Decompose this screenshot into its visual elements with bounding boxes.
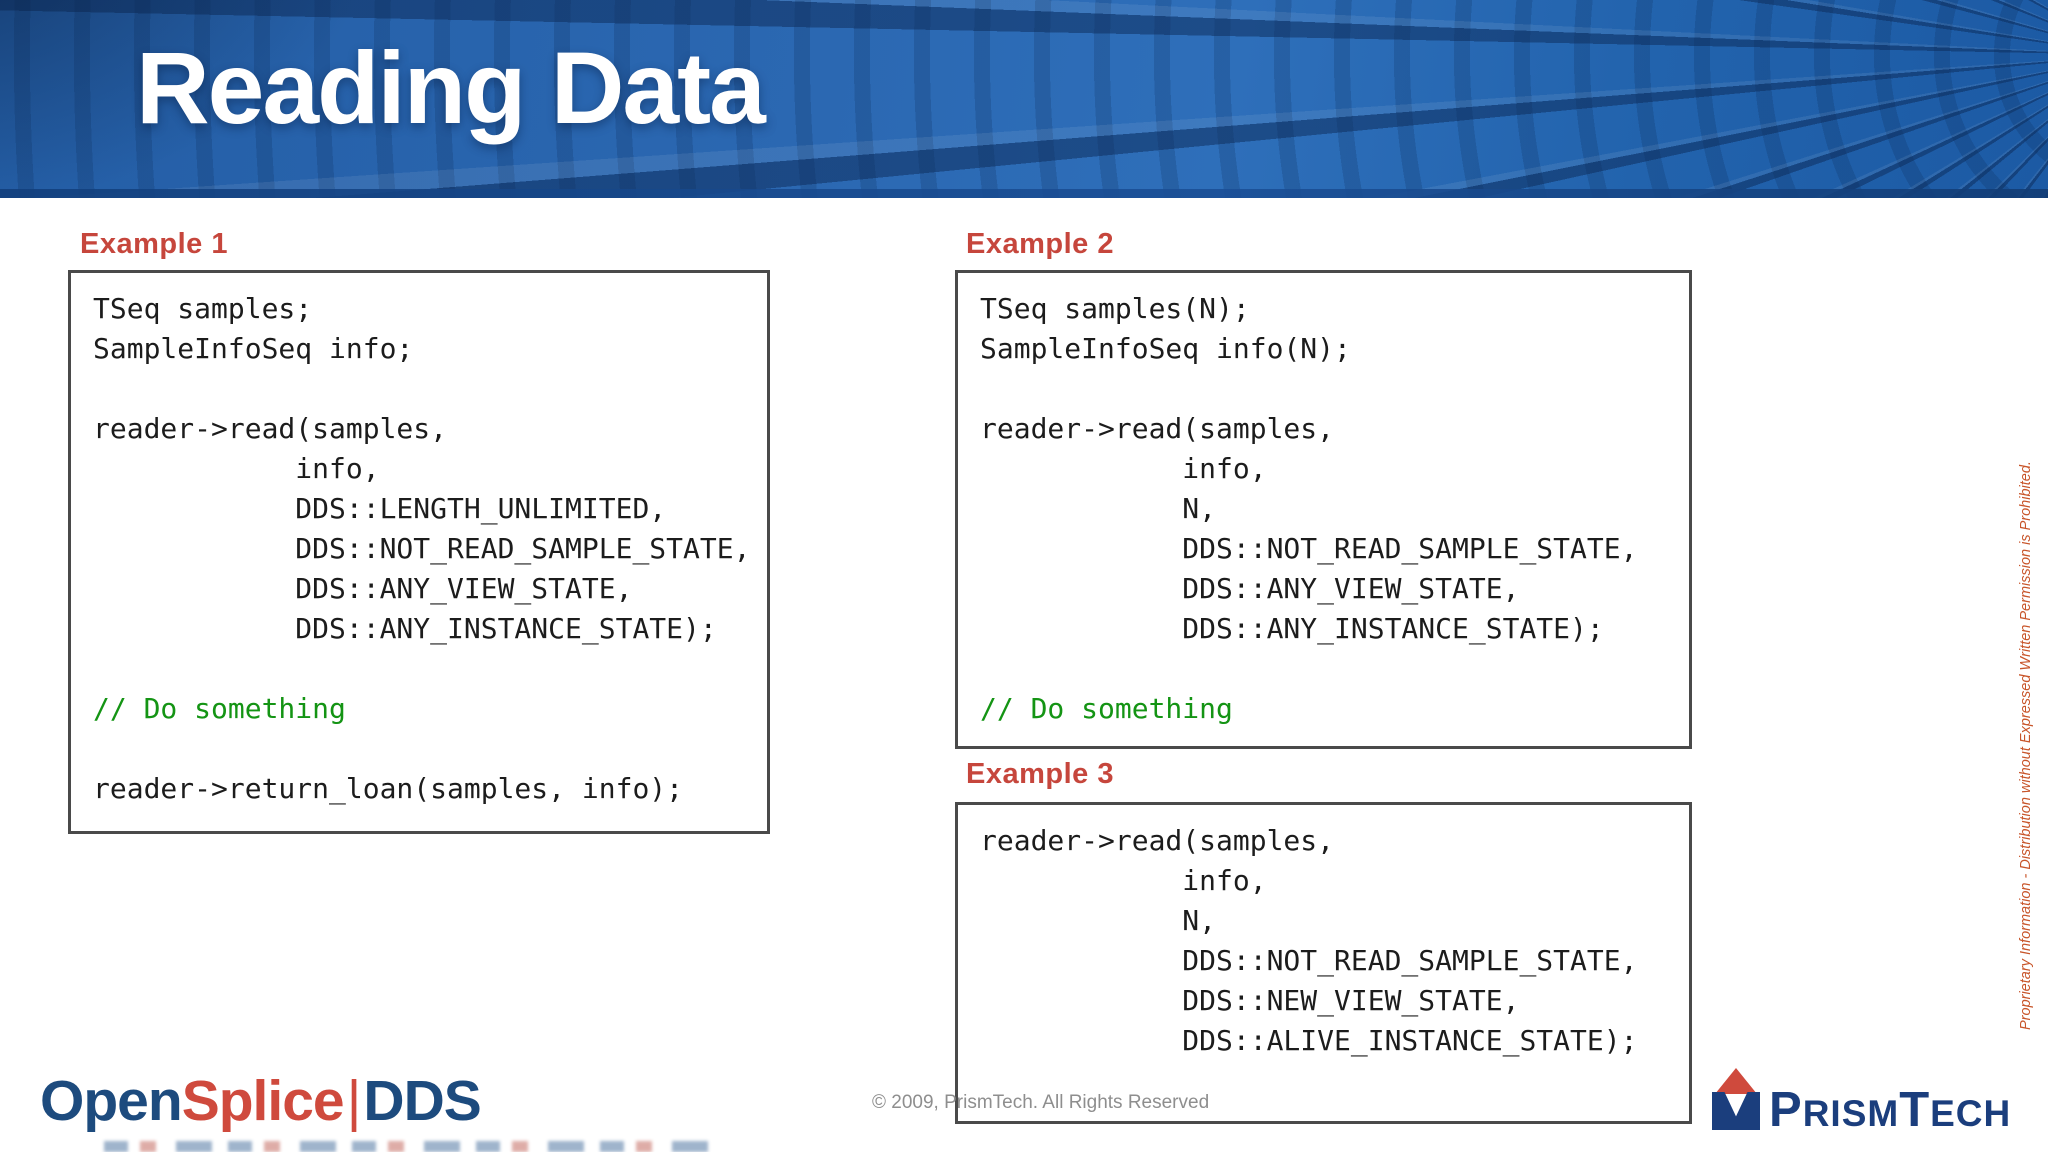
opensplice-logo-dds: DDS — [363, 1069, 481, 1133]
code-line: SampleInfoSeq info; — [93, 332, 414, 365]
prism-icon — [1712, 1068, 1760, 1130]
prismtech-logo-p: P — [1769, 1082, 1803, 1137]
code-line: reader->read(samples, — [980, 412, 1335, 445]
code-line: reader->read(samples, — [980, 824, 1335, 857]
prismtech-logo-ech: ECH — [1930, 1092, 2012, 1134]
prism-triangle-icon — [1715, 1068, 1757, 1094]
code-line — [980, 369, 1681, 409]
example-3-code-box: reader->read(samples, info, N, DDS::NOT_… — [955, 802, 1692, 1124]
code-line: DDS::ANY_VIEW_STATE, — [980, 572, 1520, 605]
code-line: DDS::ANY_INSTANCE_STATE); — [93, 612, 717, 645]
example-3-label: Example 3 — [966, 758, 1114, 790]
code-line — [93, 649, 759, 689]
opensplice-tagline-cutoff — [104, 1141, 724, 1152]
copyright-text: © 2009, PrismTech. All Rights Reserved — [872, 1092, 1210, 1113]
example-2-label: Example 2 — [966, 228, 1114, 260]
code-line: DDS::NOT_READ_SAMPLE_STATE, — [93, 532, 751, 565]
code-line: DDS::LENGTH_UNLIMITED, — [93, 492, 667, 525]
page-title: Reading Data — [136, 31, 766, 145]
prismtech-logo-t: T — [1899, 1082, 1931, 1137]
code-line: info, — [980, 452, 1267, 485]
code-line: DDS::ANY_INSTANCE_STATE); — [980, 612, 1604, 645]
opensplice-logo-splice: Splice — [181, 1069, 345, 1133]
code-line: DDS::ANY_VIEW_STATE, — [93, 572, 633, 605]
example-2-code-box: TSeq samples(N); SampleInfoSeq info(N); re… — [955, 270, 1692, 749]
prismtech-logo: PRISMTECH — [1712, 1068, 2011, 1134]
code-line: TSeq samples; — [93, 292, 313, 325]
code-line: info, — [93, 452, 380, 485]
code-line: DDS::NEW_VIEW_STATE, — [980, 984, 1520, 1017]
code-line: reader->return_loan(samples, info); — [93, 772, 684, 805]
code-line — [980, 649, 1681, 689]
code-line: // Do something — [93, 692, 346, 725]
code-line: SampleInfoSeq info(N); — [980, 332, 1351, 365]
opensplice-logo-open: Open — [40, 1069, 183, 1133]
code-line — [93, 369, 759, 409]
example-1-code-box: TSeq samples; SampleInfoSeq info; reader->… — [68, 270, 770, 834]
prismtech-logo-text: PRISMTECH — [1769, 1085, 2011, 1134]
opensplice-logo-divider: | — [346, 1069, 362, 1133]
code-line: N, — [980, 492, 1217, 525]
code-line: DDS::NOT_READ_SAMPLE_STATE, — [980, 532, 1638, 565]
code-line: reader->read(samples, — [93, 412, 448, 445]
header-banner: Reading Data — [0, 0, 2048, 198]
prismtech-logo-rism: RISM — [1802, 1092, 1900, 1134]
code-line: N, — [980, 904, 1217, 937]
code-line: info, — [980, 864, 1267, 897]
code-line: DDS::NOT_READ_SAMPLE_STATE, — [980, 944, 1638, 977]
code-line — [93, 729, 759, 769]
proprietary-side-note: Proprietary Information - Distribution w… — [2018, 461, 2034, 1030]
opensplice-dds-logo: OpenSplice|DDS — [40, 1068, 482, 1134]
prism-base-icon — [1712, 1092, 1760, 1130]
code-line: DDS::ALIVE_INSTANCE_STATE); — [980, 1024, 1638, 1057]
code-line: TSeq samples(N); — [980, 292, 1250, 325]
code-line: // Do something — [980, 692, 1233, 725]
example-1-label: Example 1 — [80, 228, 228, 260]
